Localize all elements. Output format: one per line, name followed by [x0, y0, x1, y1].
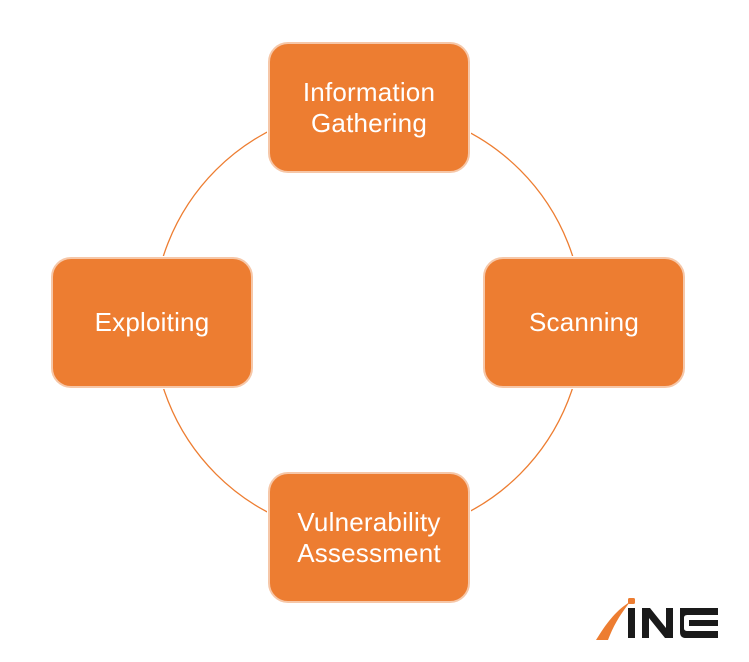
step-label: Exploiting: [94, 307, 210, 337]
step-information-gathering: Information Gathering: [268, 42, 470, 173]
step-label: Vulnerability Assessment: [297, 506, 441, 568]
step-exploiting: Exploiting: [51, 257, 253, 388]
logo-letter-e: [680, 608, 718, 638]
ine-logo: [596, 598, 718, 640]
logo-letter-i: [628, 608, 635, 638]
step-label: Scanning: [528, 307, 640, 337]
step-label: Information Gathering: [302, 76, 436, 138]
step-scanning: Scanning: [483, 257, 685, 388]
logo-swoosh-icon: [596, 602, 630, 640]
logo-e-bar: [689, 620, 718, 626]
logo-dot-icon: [628, 598, 635, 604]
logo-letter-n: [642, 608, 673, 638]
step-vulnerability-assessment: Vulnerability Assessment: [268, 472, 470, 603]
